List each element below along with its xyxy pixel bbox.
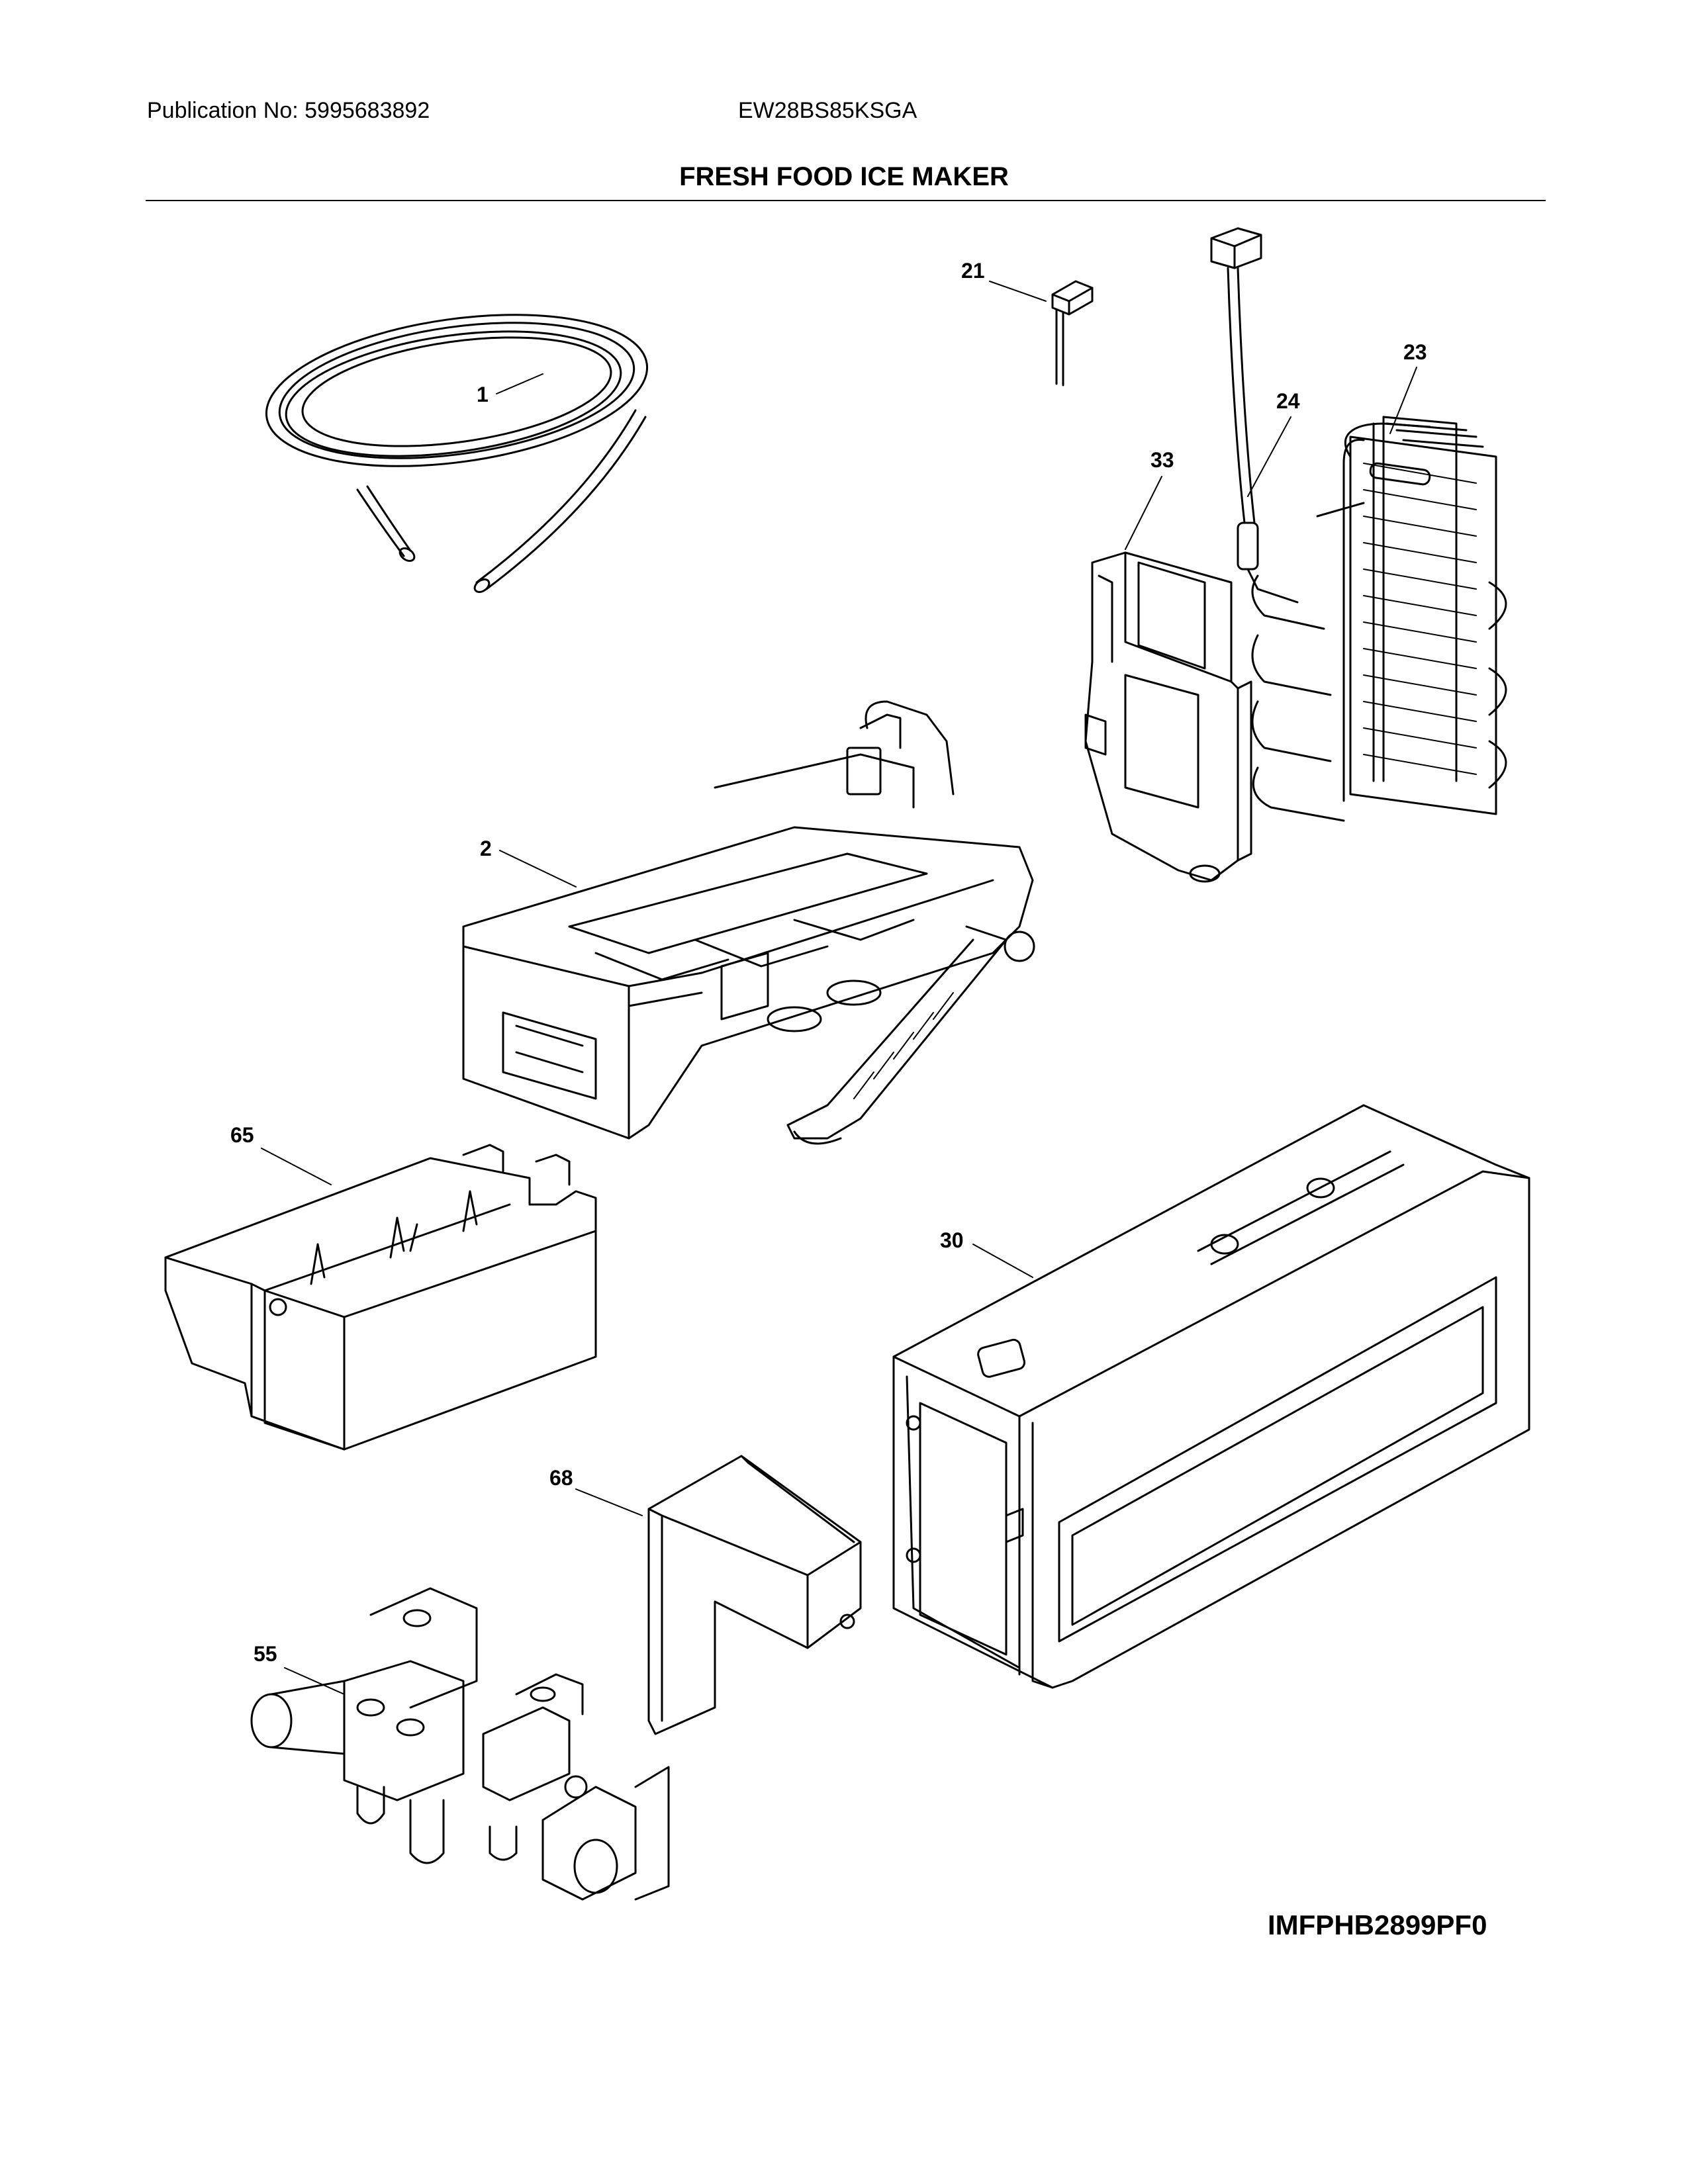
callout-55: 55: [254, 1642, 277, 1666]
callout-23: 23: [1403, 340, 1427, 364]
part-68-chute-cover: [647, 1455, 862, 1735]
part-30-ice-bin-housing: [892, 1104, 1530, 1689]
part-65-ice-bin: [164, 1144, 597, 1451]
leader-24: [1247, 416, 1291, 497]
callout-21: 21: [961, 259, 985, 283]
callout-65: 65: [230, 1123, 254, 1147]
part-2-ice-maker: [462, 700, 1035, 1145]
part-1-water-tube: [265, 314, 649, 594]
leader-21: [989, 281, 1047, 302]
part-33-housing: [1084, 551, 1252, 883]
diagram-title: FRESH FOOD ICE MAKER: [679, 162, 1009, 191]
leader-30: [972, 1244, 1033, 1278]
callout-30: 30: [940, 1228, 964, 1252]
part-23-evaporator: [1251, 416, 1507, 822]
leader-55: [284, 1667, 345, 1695]
leader-1: [496, 373, 543, 394]
leader-23: [1389, 367, 1417, 434]
leader-lines: [261, 281, 1417, 1695]
leader-68: [575, 1488, 643, 1516]
part-24-wire-harness: [1210, 227, 1299, 604]
callout-33: 33: [1150, 448, 1174, 472]
leader-33: [1125, 476, 1162, 550]
part-55-water-valve: [250, 1587, 670, 1901]
publication-number: Publication No: 5995683892: [147, 98, 430, 123]
leader-2: [499, 850, 577, 887]
leader-65: [261, 1148, 332, 1185]
header-divider: [146, 200, 1546, 201]
callout-1: 1: [477, 383, 489, 406]
callout-24: 24: [1276, 389, 1300, 413]
illustration-code: IMFPHB2899PF0: [1268, 1909, 1487, 1940]
part-21-sensor: [1051, 280, 1094, 387]
callout-2: 2: [480, 837, 492, 860]
callout-68: 68: [549, 1466, 573, 1490]
model-number: EW28BS85KSGA: [738, 98, 917, 123]
